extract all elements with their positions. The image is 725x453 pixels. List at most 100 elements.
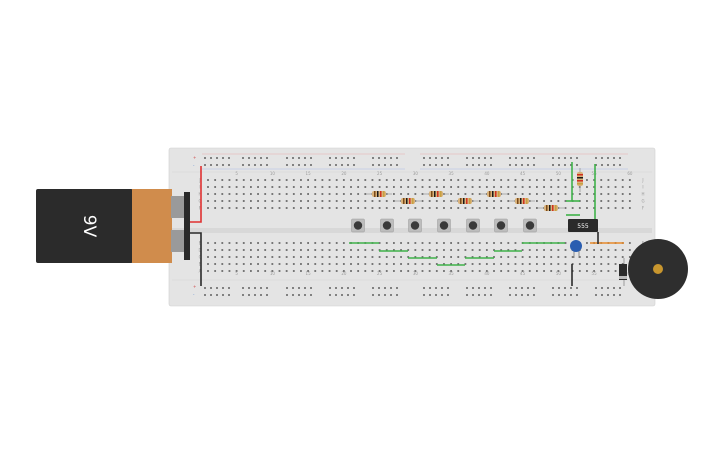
battery-9v[interactable]: 9V	[36, 189, 184, 263]
push-button[interactable]	[494, 218, 508, 233]
rail-hole	[552, 294, 554, 296]
hole	[328, 242, 331, 244]
column-number: 10	[270, 271, 276, 276]
hole	[300, 256, 302, 258]
column-number: 35	[449, 271, 455, 276]
rail-hole	[570, 157, 572, 159]
hole	[357, 263, 360, 265]
column-number: 50	[556, 171, 562, 176]
hole	[300, 242, 302, 244]
rail-hole	[341, 287, 343, 289]
hole	[536, 249, 538, 251]
hole	[364, 186, 367, 188]
resistor[interactable]	[366, 191, 392, 197]
rail-hole	[378, 157, 380, 159]
hole	[457, 249, 460, 251]
resistor[interactable]	[538, 205, 564, 211]
hole	[321, 207, 324, 209]
column-number: 30	[413, 171, 419, 176]
rail-hole	[292, 164, 294, 166]
hole	[450, 207, 452, 209]
hole	[350, 270, 352, 272]
hole	[335, 263, 338, 265]
rail-hole	[472, 294, 474, 296]
resistor[interactable]	[452, 198, 478, 204]
hole	[314, 186, 317, 188]
hole	[621, 179, 624, 181]
hole	[314, 193, 317, 195]
resistor[interactable]	[481, 191, 507, 197]
rail-hole	[204, 164, 206, 166]
resistor[interactable]	[509, 198, 535, 204]
hole	[400, 186, 402, 188]
hole	[435, 256, 438, 258]
hole	[257, 270, 259, 272]
hole	[264, 193, 267, 195]
hole	[364, 200, 367, 202]
rail-hole	[329, 157, 331, 159]
rail-hole	[447, 164, 449, 166]
hole	[471, 186, 474, 188]
hole	[407, 249, 410, 251]
rail-hole	[298, 294, 300, 296]
diode[interactable]	[619, 258, 627, 286]
resistor-vertical[interactable]	[577, 168, 583, 192]
hole	[493, 242, 495, 244]
rail-hole	[347, 294, 349, 296]
timer-555-ic[interactable]: 555	[568, 219, 598, 232]
column-number: 45	[520, 271, 526, 276]
push-button[interactable]	[351, 218, 365, 233]
rail-hole	[429, 164, 431, 166]
hole	[628, 186, 631, 188]
hole	[271, 179, 274, 181]
hole	[471, 193, 474, 195]
hole	[300, 270, 302, 272]
hole	[328, 193, 331, 195]
rail-hole	[435, 157, 437, 159]
resistor[interactable]	[395, 198, 421, 204]
rail-hole	[509, 157, 511, 159]
rail-hole	[353, 164, 355, 166]
push-button[interactable]	[380, 218, 394, 233]
push-button[interactable]	[466, 218, 480, 233]
hole	[242, 193, 245, 195]
hole	[228, 179, 231, 181]
hole	[607, 186, 610, 188]
hole	[300, 207, 302, 209]
hole	[264, 186, 267, 188]
hole	[207, 186, 209, 188]
hole	[271, 207, 274, 209]
ceramic-capacitor[interactable]	[570, 240, 582, 258]
hole	[214, 263, 217, 265]
hole	[621, 207, 624, 209]
hole	[457, 186, 460, 188]
piezo-buzzer[interactable]	[628, 239, 688, 299]
hole	[421, 200, 424, 202]
hole	[421, 193, 424, 195]
push-button[interactable]	[408, 218, 422, 233]
hole	[457, 263, 460, 265]
hole	[357, 256, 360, 258]
hole	[450, 270, 452, 272]
push-button[interactable]	[523, 218, 537, 233]
hole	[385, 242, 388, 244]
rail-hole	[490, 157, 492, 159]
rail-hole	[601, 157, 603, 159]
hole	[536, 263, 538, 265]
rail-hole	[521, 294, 523, 296]
hole	[371, 186, 374, 188]
hole	[292, 179, 295, 181]
hole	[228, 193, 231, 195]
hole	[464, 207, 467, 209]
hole	[300, 179, 302, 181]
hole	[221, 207, 224, 209]
hole	[207, 193, 209, 195]
push-button[interactable]	[437, 218, 451, 233]
hole	[600, 249, 603, 251]
hole	[557, 193, 560, 195]
hole	[528, 270, 531, 272]
hole	[278, 207, 281, 209]
resistor[interactable]	[423, 191, 449, 197]
hole	[335, 193, 338, 195]
hole	[428, 200, 431, 202]
